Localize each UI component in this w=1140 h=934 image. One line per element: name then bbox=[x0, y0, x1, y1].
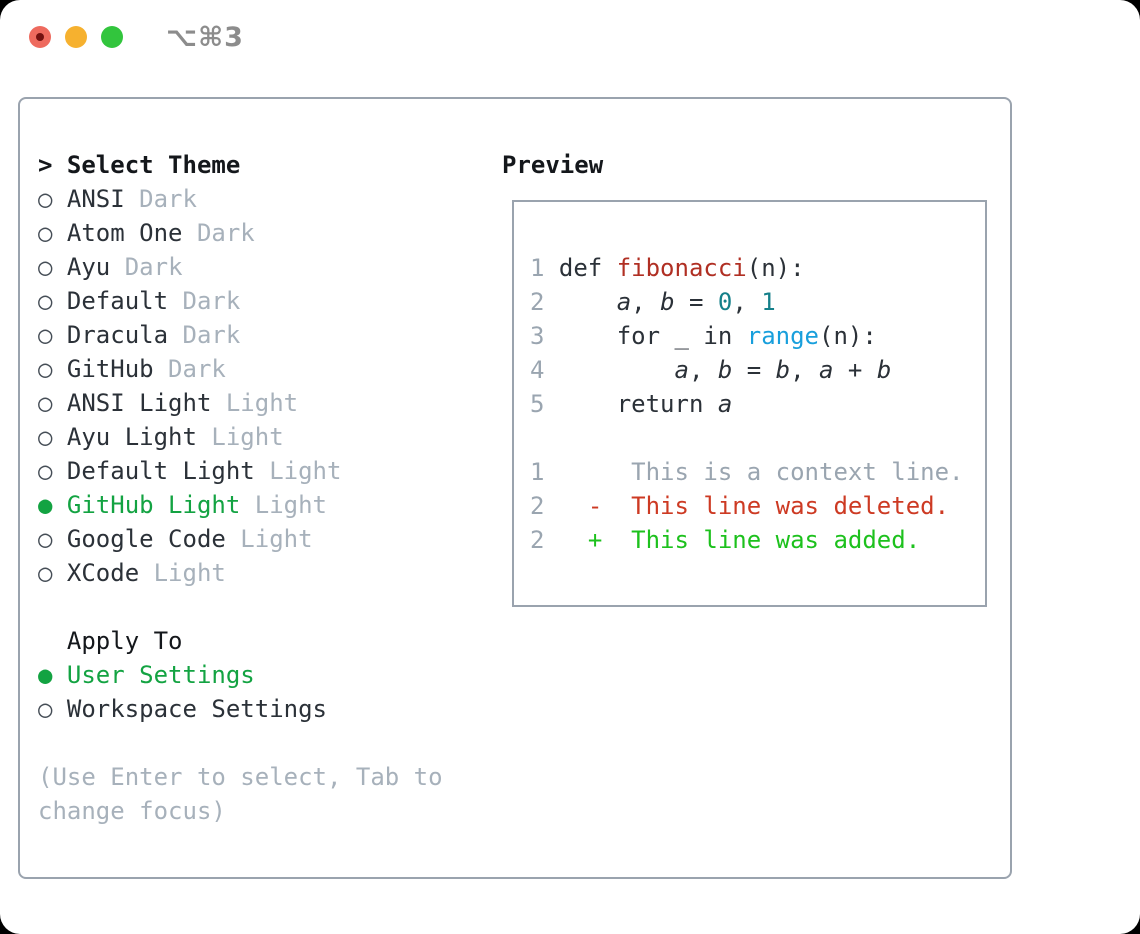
traffic-lights bbox=[29, 26, 123, 48]
minimize-button[interactable] bbox=[65, 26, 87, 48]
theme-option[interactable]: ○ Ayu Light Light bbox=[38, 420, 443, 454]
theme-variant: Light bbox=[254, 457, 342, 485]
keyboard-hint: (Use Enter to select, Tab to change focu… bbox=[38, 760, 443, 828]
radio-unselected-icon: ○ bbox=[38, 525, 67, 553]
theme-variant: Dark bbox=[124, 185, 197, 213]
theme-variant: Dark bbox=[153, 355, 226, 383]
select-theme-header: > Select Theme bbox=[38, 148, 443, 182]
hint-line-2: change focus) bbox=[38, 797, 226, 825]
theme-variant: Dark bbox=[110, 253, 183, 281]
theme-name: XCode bbox=[66, 559, 140, 587]
radio-unselected-icon: ○ bbox=[38, 559, 67, 587]
code-line: 1 This is a context line. bbox=[530, 458, 964, 486]
theme-name: Ayu Light bbox=[66, 423, 197, 451]
spacer bbox=[38, 726, 443, 760]
window-title: ⌥⌘3 bbox=[166, 22, 244, 53]
code-line: 1 def fibonacci(n): bbox=[530, 254, 805, 282]
theme-variant: Light bbox=[139, 559, 226, 587]
radio-unselected-icon: ○ bbox=[38, 219, 67, 247]
theme-option[interactable]: ○ GitHub Dark bbox=[38, 352, 443, 386]
radio-unselected-icon: ○ bbox=[38, 695, 67, 723]
zoom-button[interactable] bbox=[101, 26, 123, 48]
theme-option[interactable]: ○ Atom One Dark bbox=[38, 216, 443, 250]
theme-selector-column: > Select Theme ○ ANSI Dark○ Atom One Dar… bbox=[38, 148, 443, 828]
cursor-indicator: > bbox=[38, 151, 67, 179]
radio-selected-icon: ● bbox=[38, 661, 67, 689]
preview-code: 1 def fibonacci(n): 2 a, b = 0, 1 3 for _ … bbox=[530, 251, 964, 557]
theme-option[interactable]: ● GitHub Light Light bbox=[38, 488, 443, 522]
radio-unselected-icon: ○ bbox=[38, 423, 67, 451]
unsaved-dot-icon bbox=[36, 33, 44, 41]
apply-option-label: Workspace Settings bbox=[66, 695, 327, 723]
theme-option[interactable]: ○ Default Dark bbox=[38, 284, 443, 318]
code-line: 2 a, b = 0, 1 bbox=[530, 288, 776, 316]
radio-selected-icon: ● bbox=[38, 491, 67, 519]
apply-to-option[interactable]: ○ Workspace Settings bbox=[38, 692, 443, 726]
theme-variant: Light bbox=[196, 423, 284, 451]
theme-option[interactable]: ○ ANSI Light Light bbox=[38, 386, 443, 420]
theme-name: GitHub Light bbox=[66, 491, 241, 519]
radio-unselected-icon: ○ bbox=[38, 287, 67, 315]
theme-variant: Dark bbox=[182, 219, 255, 247]
theme-variant: Light bbox=[211, 389, 299, 417]
apply-to-label: Apply To bbox=[66, 627, 183, 655]
theme-variant: Light bbox=[240, 491, 327, 519]
theme-option[interactable]: ○ Google Code Light bbox=[38, 522, 443, 556]
theme-name: Atom One bbox=[66, 219, 183, 247]
theme-list: ○ ANSI Dark○ Atom One Dark○ Ayu Dark○ De… bbox=[38, 182, 443, 590]
titlebar: ⌥⌘3 bbox=[0, 0, 1140, 75]
close-button[interactable] bbox=[29, 26, 51, 48]
radio-unselected-icon: ○ bbox=[38, 355, 67, 383]
radio-unselected-icon: ○ bbox=[38, 253, 67, 281]
radio-unselected-icon: ○ bbox=[38, 185, 67, 213]
theme-variant: Light bbox=[225, 525, 313, 553]
code-line: 2 + This line was added. bbox=[530, 526, 921, 554]
theme-variant: Dark bbox=[168, 287, 241, 315]
radio-unselected-icon: ○ bbox=[38, 457, 67, 485]
apply-option-label: User Settings bbox=[66, 661, 255, 689]
code-line: 5 return a bbox=[530, 390, 733, 418]
theme-option[interactable]: ○ Dracula Dark bbox=[38, 318, 443, 352]
code-line: 3 for _ in range(n): bbox=[530, 322, 877, 350]
theme-name: GitHub bbox=[66, 355, 154, 383]
apply-to-list: ● User Settings○ Workspace Settings bbox=[38, 658, 443, 726]
code-line: 4 a, b = b, a + b bbox=[530, 356, 892, 384]
preview-box: 1 def fibonacci(n): 2 a, b = 0, 1 3 for _ … bbox=[512, 200, 987, 607]
theme-option[interactable]: ○ Default Light Light bbox=[38, 454, 443, 488]
preview-title: Preview bbox=[502, 151, 604, 179]
theme-name: ANSI bbox=[66, 185, 125, 213]
spacer bbox=[38, 590, 443, 624]
apply-to-option[interactable]: ● User Settings bbox=[38, 658, 443, 692]
radio-unselected-icon: ○ bbox=[38, 321, 67, 349]
apply-to-header: Apply To bbox=[38, 624, 443, 658]
theme-name: ANSI Light bbox=[66, 389, 212, 417]
theme-variant: Dark bbox=[168, 321, 241, 349]
code-line: 2 - This line was deleted. bbox=[530, 492, 950, 520]
hint-line-1: (Use Enter to select, Tab to bbox=[38, 763, 443, 791]
theme-name: Dracula bbox=[66, 321, 169, 349]
theme-option[interactable]: ○ Ayu Dark bbox=[38, 250, 443, 284]
theme-dialog-panel: > Select Theme ○ ANSI Dark○ Atom One Dar… bbox=[18, 97, 1012, 879]
code-blank-line bbox=[530, 421, 964, 455]
theme-option[interactable]: ○ XCode Light bbox=[38, 556, 443, 590]
theme-name: Google Code bbox=[66, 525, 226, 553]
theme-name: Default bbox=[66, 287, 169, 315]
select-theme-label: Select Theme bbox=[66, 151, 241, 179]
theme-option[interactable]: ○ ANSI Dark bbox=[38, 182, 443, 216]
theme-name: Ayu bbox=[66, 253, 111, 281]
theme-name: Default Light bbox=[66, 457, 255, 485]
radio-unselected-icon: ○ bbox=[38, 389, 67, 417]
